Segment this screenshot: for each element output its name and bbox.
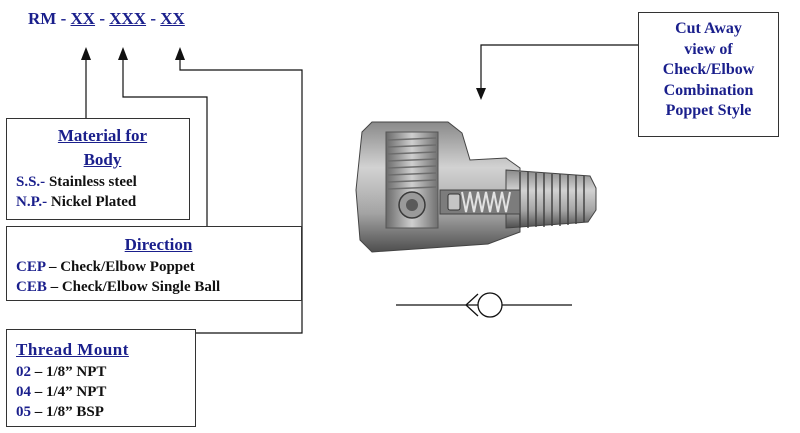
arrowhead-material xyxy=(81,47,91,60)
part-number-code: RM - XX - XXX - XX xyxy=(28,8,185,30)
part-number-sep: - xyxy=(60,9,67,28)
direction-title: Direction xyxy=(124,235,193,254)
leader-cutaway xyxy=(480,44,638,90)
material-code: N.P.- xyxy=(16,194,48,210)
thread-item-04: 04 – 1/4” NPT xyxy=(16,382,195,402)
direction-code: CEB xyxy=(16,279,47,295)
cutaway-line: Check/Elbow xyxy=(662,61,755,78)
thread-code: 02 xyxy=(16,364,31,380)
thread-mount-box: Thread Mount 02 – 1/8” NPT 04 – 1/4” NPT… xyxy=(6,329,196,427)
material-desc: Nickel Plated xyxy=(47,194,137,210)
cutaway-line: Combination xyxy=(663,81,754,99)
material-title: Material for xyxy=(57,126,148,145)
cutaway-line: Poppet Style xyxy=(665,102,752,119)
thread-title: Thread Mount xyxy=(16,340,129,359)
material-item-np: N.P.- Nickel Plated xyxy=(16,192,189,212)
cutaway-line: view of xyxy=(684,40,733,58)
direction-code: CEP xyxy=(16,259,46,275)
part-number-material-seg: XX xyxy=(70,9,96,28)
thread-item-02: 02 – 1/8” NPT xyxy=(16,362,195,382)
leader-thread xyxy=(179,52,303,334)
thread-code: 05 xyxy=(16,404,31,420)
arrowhead-cutaway xyxy=(476,88,486,100)
material-box: Material for Body S.S.- Stainless steel … xyxy=(6,118,190,220)
part-number-sep: - xyxy=(150,9,156,28)
thread-desc: – 1/4” NPT xyxy=(31,384,107,400)
direction-box: Direction CEP – Check/Elbow Poppet CEB –… xyxy=(6,226,302,301)
part-number-prefix: RM xyxy=(28,9,57,28)
arrowhead-thread xyxy=(175,47,185,60)
material-desc: Stainless steel xyxy=(45,174,137,190)
part-number-direction-seg: XXX xyxy=(109,9,147,28)
part-number-thread-seg: XX xyxy=(160,9,185,28)
arrowhead-direction xyxy=(118,47,128,60)
material-item-ss: S.S.- Stainless steel xyxy=(16,172,189,192)
fitting-cutaway-image xyxy=(348,112,600,272)
thread-desc: – 1/8” NPT xyxy=(31,364,107,380)
thread-desc: – 1/8” BSP xyxy=(31,404,104,420)
cutaway-caption-box: Cut Away view of Check/Elbow Combination… xyxy=(638,12,779,137)
direction-item-cep: CEP – Check/Elbow Poppet xyxy=(16,257,301,277)
material-title-body: Body xyxy=(83,150,122,169)
leader-direction xyxy=(122,52,208,226)
check-valve-symbol xyxy=(396,292,572,318)
part-number-sep: - xyxy=(99,9,105,28)
direction-desc: – Check/Elbow Single Ball xyxy=(46,279,221,295)
direction-item-ceb: CEB – Check/Elbow Single Ball xyxy=(16,277,301,297)
cutaway-line: Cut Away xyxy=(675,20,742,37)
thread-code: 04 xyxy=(16,384,31,400)
thread-item-05: 05 – 1/8” BSP xyxy=(16,402,195,422)
direction-desc: – Check/Elbow Poppet xyxy=(45,259,195,275)
material-code: S.S.- xyxy=(16,174,46,190)
